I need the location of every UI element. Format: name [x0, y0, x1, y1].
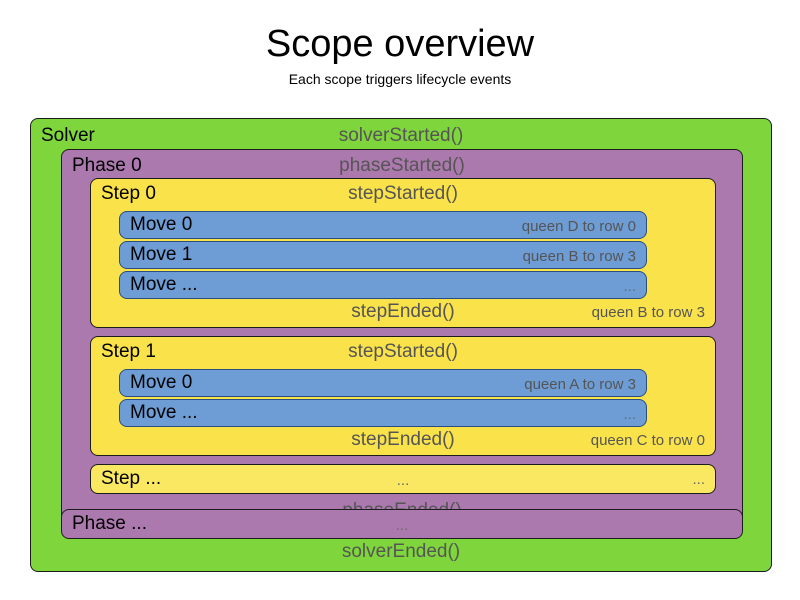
phase-more-event: ...: [395, 517, 409, 534]
step-1-ended-event: stepEnded(): [351, 429, 455, 450]
solver-ended-event: solverEnded(): [341, 541, 461, 562]
step-0-scope[interactable]: Step 0 stepStarted() Move 0 queen D to r…: [90, 178, 716, 328]
phase-0-started-event: phaseStarted(): [339, 155, 465, 176]
diagram-header: Scope overview Each scope triggers lifec…: [0, 0, 800, 88]
step-1-ended-detail: queen C to row 0: [590, 432, 705, 449]
page-title: Scope overview: [265, 23, 535, 65]
move-row[interactable]: Move 0 queen A to row 3: [119, 369, 647, 397]
phase-more-scope[interactable]: Phase ... ...: [61, 509, 743, 539]
move-label: Move ...: [130, 274, 198, 295]
page-subtitle: Each scope triggers lifecycle events: [288, 71, 512, 87]
step-0-ended-detail: queen B to row 3: [591, 304, 705, 321]
step-more-label: Step ...: [101, 468, 162, 489]
phase-more-label: Phase ...: [72, 513, 147, 534]
solver-label: Solver: [41, 125, 95, 146]
move-detail: queen D to row 0: [521, 218, 636, 235]
step-1-started-event: stepStarted(): [348, 341, 458, 362]
move-detail: ...: [623, 278, 636, 295]
move-label: Move 0: [130, 214, 193, 235]
move-row[interactable]: Move ... ...: [119, 271, 647, 299]
move-label: Move ...: [130, 402, 198, 423]
step-0-label: Step 0: [101, 183, 156, 204]
phase-0-scope[interactable]: Phase 0 phaseStarted() Step 0 stepStarte…: [61, 149, 743, 529]
step-more-detail: ...: [692, 471, 705, 488]
step-0-started-event: stepStarted(): [348, 183, 458, 204]
move-detail: queen B to row 3: [522, 248, 636, 265]
move-label: Move 1: [130, 244, 193, 265]
move-row[interactable]: Move ... ...: [119, 399, 647, 427]
move-row[interactable]: Move 0 queen D to row 0: [119, 211, 647, 239]
step-1-scope[interactable]: Step 1 stepStarted() Move 0 queen A to r…: [90, 336, 716, 456]
move-detail: ...: [623, 406, 636, 423]
solver-started-event: solverStarted(): [338, 125, 464, 146]
phase-0-label: Phase 0: [72, 155, 142, 176]
move-row[interactable]: Move 1 queen B to row 3: [119, 241, 647, 269]
move-label: Move 0: [130, 372, 193, 393]
step-more-event: ...: [396, 472, 410, 489]
step-1-label: Step 1: [101, 341, 156, 362]
move-detail: queen A to row 3: [524, 376, 636, 393]
step-more-scope[interactable]: Step ... ... ...: [90, 464, 716, 494]
step-0-ended-event: stepEnded(): [351, 301, 455, 322]
solver-scope[interactable]: Solver solverStarted() Phase 0 phaseStar…: [30, 118, 772, 572]
